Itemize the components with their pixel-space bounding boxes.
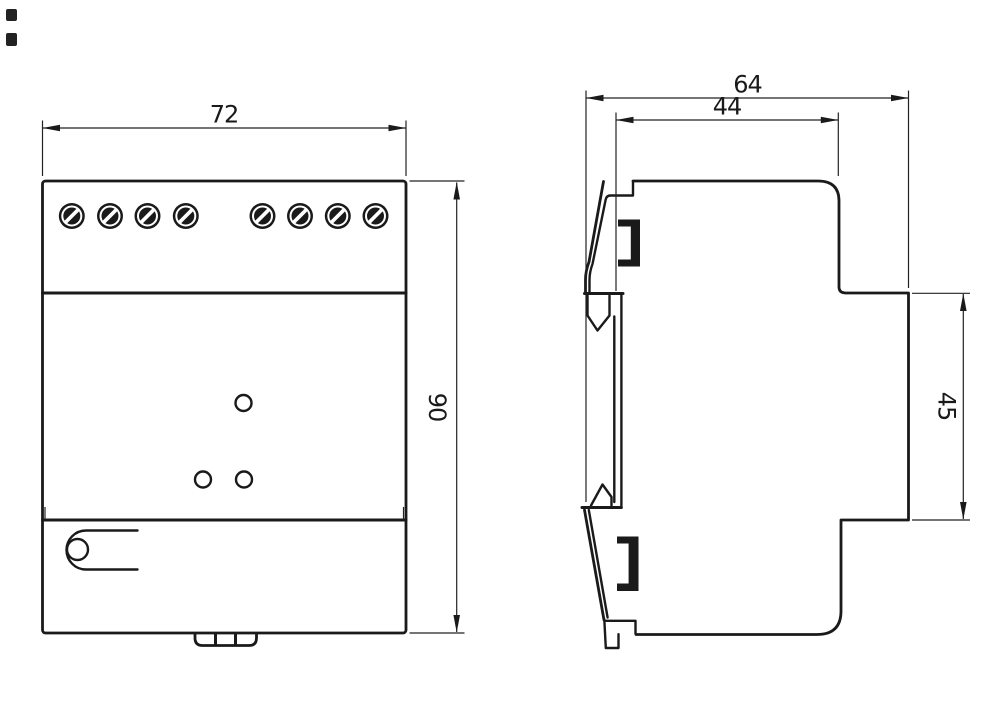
spring-clip-inner-edge xyxy=(587,508,609,619)
sealing-clip-hole xyxy=(65,537,90,562)
din-rail-tab-front xyxy=(193,632,258,647)
dim-arrow-right xyxy=(891,94,909,102)
spring-clip-outer-edge xyxy=(583,508,606,622)
screw-terminal-icon xyxy=(171,201,201,231)
dim-text-front-height: 90 xyxy=(423,393,451,422)
screw-terminal-icon xyxy=(322,201,353,231)
lower-latch-slot xyxy=(617,536,639,591)
clip-foot xyxy=(603,618,620,650)
rail-hook-inner-edge xyxy=(588,180,635,294)
corner-mark xyxy=(6,9,17,21)
dim-text-lower-height: 45 xyxy=(933,392,961,421)
front-view xyxy=(41,179,408,647)
dim-arrow-down xyxy=(453,615,460,633)
sealing-clip xyxy=(65,529,139,571)
corner-mark xyxy=(6,33,17,46)
upper-latch-slot xyxy=(618,219,640,267)
screw-terminal-icon xyxy=(360,201,391,231)
dim-arrow-left xyxy=(586,94,604,102)
clip-foot-step xyxy=(604,619,637,635)
sealing-clip-loop xyxy=(65,529,139,571)
dimensions: 72 90 64 xyxy=(41,71,970,634)
spring-clip-barb xyxy=(589,483,613,507)
dim-arrow-up xyxy=(453,182,460,200)
front-enclosure-outline xyxy=(41,179,408,635)
dimension-upper-depth: 44 xyxy=(615,93,839,291)
dimension-front-height: 90 xyxy=(409,180,465,634)
side-view xyxy=(580,179,910,650)
dim-arrow-down xyxy=(960,502,967,520)
screw-terminal-icon xyxy=(132,201,163,231)
dim-text-overall-depth: 64 xyxy=(733,71,762,99)
screw-terminal-icon xyxy=(57,201,87,231)
dim-text-upper-depth: 44 xyxy=(713,93,742,121)
led-indicator-circle xyxy=(234,393,253,413)
corner-marks xyxy=(6,9,17,46)
dim-arrow-left xyxy=(42,124,60,132)
terminal-row xyxy=(57,201,391,231)
dimension-front-width: 72 xyxy=(41,101,407,176)
side-enclosure-outline xyxy=(631,179,910,636)
dimension-overall-depth: 64 xyxy=(585,71,910,502)
rail-hook-outer-edge xyxy=(584,180,605,294)
screw-terminal-icon xyxy=(285,201,315,231)
button-circle xyxy=(234,470,254,489)
dim-arrow-right xyxy=(388,124,406,132)
dim-text-front-width: 72 xyxy=(210,101,239,129)
dim-arrow-left xyxy=(616,116,634,124)
rail-stop-tab xyxy=(586,294,611,332)
dimension-lower-height: 45 xyxy=(912,292,970,521)
dim-arrow-right xyxy=(820,116,839,124)
dim-arrow-up xyxy=(960,293,967,311)
screw-terminal-icon xyxy=(95,201,125,231)
screw-terminal-icon xyxy=(247,201,278,231)
rail-tab-outline xyxy=(193,632,258,647)
button-circle xyxy=(193,470,213,489)
